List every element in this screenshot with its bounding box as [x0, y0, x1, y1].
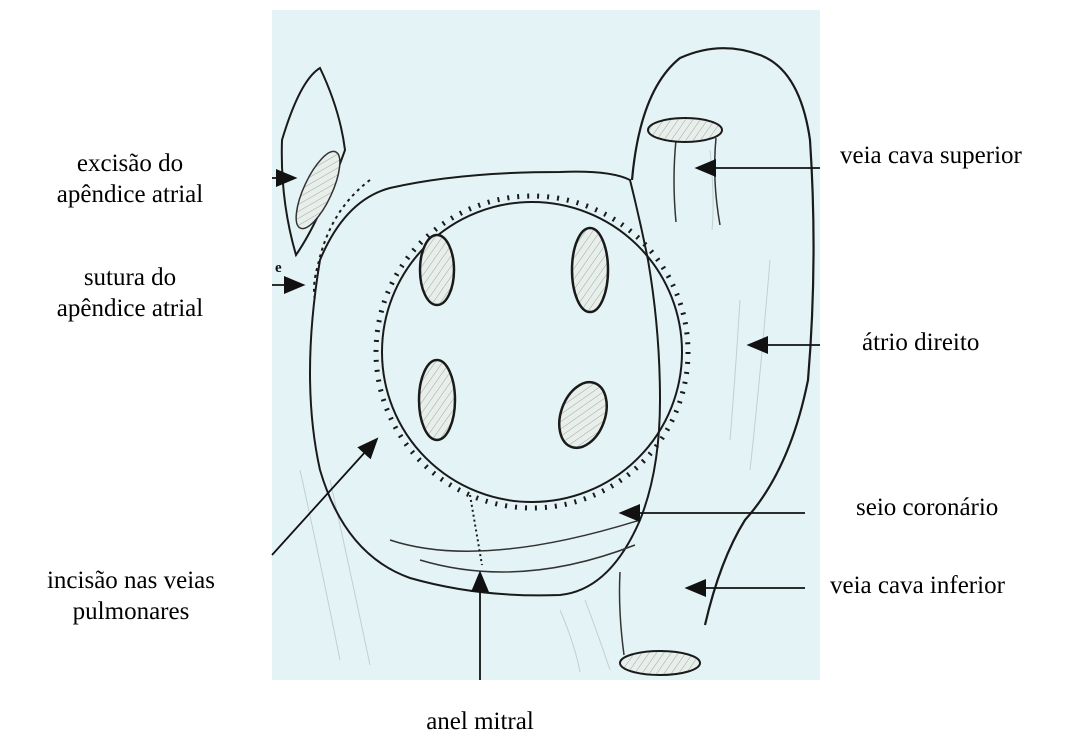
svc-opening: [648, 118, 722, 142]
label-incisao-line2: pulmonares: [0, 596, 262, 627]
pulmonary-vein-upper-left: [420, 235, 454, 305]
label-veia-cava-inferior: veia cava inferior: [830, 570, 1005, 601]
label-seio-coronario: seio coronário: [856, 492, 998, 523]
label-atrio-direito: átrio direito: [862, 327, 979, 358]
pulmonary-vein-upper-right: [572, 228, 608, 312]
label-sutura: sutura do apêndice atrial: [0, 262, 260, 324]
ivc-opening: [620, 651, 700, 675]
label-excisao-line2: apêndice atrial: [0, 179, 260, 210]
label-veia-cava-superior: veia cava superior: [840, 140, 1022, 171]
pulmonary-vein-lower-left: [419, 360, 455, 440]
marker-e: e: [275, 260, 282, 276]
label-excisao: excisão do apêndice atrial: [0, 148, 260, 210]
label-incisao-line1: incisão nas veias: [0, 565, 262, 596]
label-incisao: incisão nas veias pulmonares: [0, 565, 262, 627]
label-excisao-line1: excisão do: [0, 148, 260, 179]
label-sutura-line1: sutura do: [0, 262, 260, 293]
label-sutura-line2: apêndice atrial: [0, 293, 260, 324]
label-anel-mitral: anel mitral: [380, 706, 580, 737]
drawing-panel: [272, 10, 820, 680]
